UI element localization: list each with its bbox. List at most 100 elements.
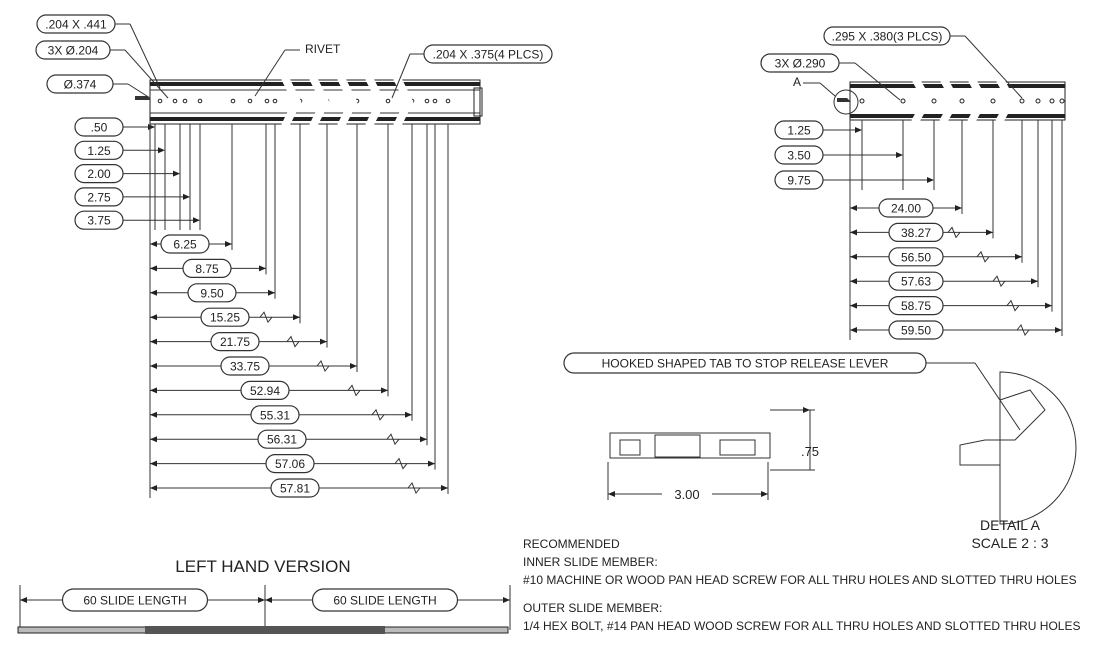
arrow-icon bbox=[381, 387, 388, 394]
slide-end-cap bbox=[473, 87, 483, 117]
leader-line bbox=[854, 62, 901, 101]
dim-left-h-1: 8.75 bbox=[195, 262, 219, 276]
mounting-hole bbox=[959, 98, 965, 104]
detail-title: DETAIL A bbox=[980, 517, 1041, 533]
mounting-hole bbox=[432, 98, 438, 104]
dim-left-h-4-pill bbox=[210, 332, 260, 352]
detail-a-ref: A bbox=[793, 75, 801, 89]
mounting-hole bbox=[424, 98, 430, 104]
leader-line bbox=[391, 53, 411, 99]
arrow-icon bbox=[405, 411, 412, 418]
break-chevron bbox=[309, 76, 330, 128]
dim-left-h-3-pill bbox=[200, 307, 250, 327]
callout-rivet: RIVET bbox=[305, 42, 341, 56]
dim-left-h-0-pill bbox=[160, 234, 210, 254]
arrow-icon bbox=[503, 597, 510, 603]
arrow-icon bbox=[420, 436, 427, 443]
mounting-hole bbox=[157, 98, 163, 104]
dim-left-h-4: 21.75 bbox=[220, 335, 250, 349]
arrow-icon bbox=[896, 152, 903, 158]
mounting-hole bbox=[1049, 98, 1055, 104]
leader-line bbox=[124, 49, 169, 99]
slide-segment bbox=[145, 626, 385, 634]
mounting-hole bbox=[264, 98, 270, 104]
arrow-icon bbox=[761, 491, 768, 497]
mounting-hole bbox=[1035, 98, 1041, 104]
recommendation-notes: RECOMMENDED INNER SLIDE MEMBER: #10 MACH… bbox=[523, 535, 1080, 635]
dim-left-h-1-pill bbox=[182, 258, 232, 278]
arrow-icon bbox=[150, 460, 157, 467]
arrow-icon bbox=[850, 229, 857, 236]
mounting-hole bbox=[247, 98, 253, 104]
dim-right-h-4-pill bbox=[888, 296, 944, 316]
break-symbol bbox=[394, 457, 408, 470]
dim-left-h-9-pill bbox=[265, 454, 315, 474]
break-symbol bbox=[992, 275, 1006, 288]
break-chevron bbox=[939, 76, 960, 124]
dim-left-h-6-pill bbox=[240, 380, 290, 400]
length-left-pill bbox=[61, 588, 209, 612]
arrow-icon bbox=[955, 205, 962, 211]
dim-left-h-10: 57.81 bbox=[280, 482, 310, 496]
detail-a-view bbox=[999, 371, 1077, 525]
dim-left-h-0: 6.25 bbox=[173, 238, 197, 252]
dim-left-h-9: 57.06 bbox=[275, 457, 305, 471]
arrow-icon bbox=[150, 485, 157, 491]
arrow-icon bbox=[150, 387, 157, 394]
break-symbol bbox=[347, 384, 361, 397]
arrow-icon bbox=[803, 407, 810, 413]
arrow-icon bbox=[150, 289, 157, 296]
mounting-hole bbox=[1019, 98, 1025, 104]
dim-bg bbox=[662, 486, 712, 502]
arrow-icon bbox=[850, 302, 857, 309]
arrow-icon bbox=[1031, 278, 1038, 285]
arrow-icon bbox=[173, 170, 180, 177]
length-right-pill bbox=[311, 588, 459, 612]
break-symbol bbox=[259, 311, 273, 324]
arrow-icon bbox=[850, 327, 857, 333]
outer-slide-text: 1/4 HEX BOLT, #14 PAN HEAD WOOD SCREW FO… bbox=[523, 619, 1081, 633]
dim-right-h-2: 56.50 bbox=[901, 250, 931, 264]
length-right: 60 SLIDE LENGTH bbox=[333, 594, 436, 608]
mounting-hole bbox=[859, 98, 865, 104]
leader-line bbox=[964, 35, 1023, 99]
arrow-icon bbox=[150, 241, 157, 247]
dim-right-h-0-pill bbox=[878, 198, 934, 218]
arrow-icon bbox=[20, 597, 27, 603]
break-chevron bbox=[337, 76, 358, 128]
dim-right-h-1: 38.27 bbox=[901, 226, 931, 240]
arrow-icon bbox=[268, 289, 275, 296]
break-symbol bbox=[1016, 324, 1030, 336]
callout-holes-3x204: 3X Ø.204 bbox=[48, 44, 99, 58]
dim-left-h-8-pill bbox=[257, 429, 307, 449]
break-symbol bbox=[1006, 299, 1020, 312]
arrow-icon bbox=[193, 217, 200, 224]
arrow-icon bbox=[428, 460, 435, 467]
detail-hook-shape bbox=[959, 389, 1046, 466]
callout-hole-374: Ø.374 bbox=[64, 78, 97, 92]
arrow-icon bbox=[850, 278, 857, 285]
dim-right-h-5: 59.50 bbox=[901, 324, 931, 338]
dim-left-h-5-pill bbox=[220, 356, 270, 376]
left-hand-version-title: LEFT HAND VERSION bbox=[175, 557, 350, 576]
arrow-icon bbox=[158, 147, 165, 154]
inner-slide-title: INNER SLIDE MEMBER: bbox=[523, 555, 658, 569]
arrow-icon bbox=[293, 314, 300, 321]
dim-left-v-1: 1.25 bbox=[87, 144, 111, 158]
leader-line bbox=[254, 49, 286, 97]
arrow-icon bbox=[150, 338, 157, 345]
dim-right-h-3: 57.63 bbox=[901, 275, 931, 289]
dim-left-h-6: 52.94 bbox=[250, 384, 280, 398]
notes-heading: RECOMMENDED bbox=[523, 537, 620, 551]
break-symbol bbox=[286, 335, 300, 348]
break-symbol bbox=[371, 408, 385, 421]
dim-left-v-3: 2.75 bbox=[87, 190, 111, 204]
dim-right-v-2: 9.75 bbox=[787, 174, 811, 188]
arrow-icon bbox=[850, 205, 857, 211]
section-profile bbox=[609, 432, 771, 459]
dim-left-h-2-pill bbox=[187, 283, 237, 303]
dim-right-h-3-pill bbox=[888, 271, 944, 291]
dim-left-h-3: 15.25 bbox=[210, 311, 240, 325]
arrow-icon bbox=[148, 124, 155, 130]
leader-line bbox=[819, 82, 836, 97]
